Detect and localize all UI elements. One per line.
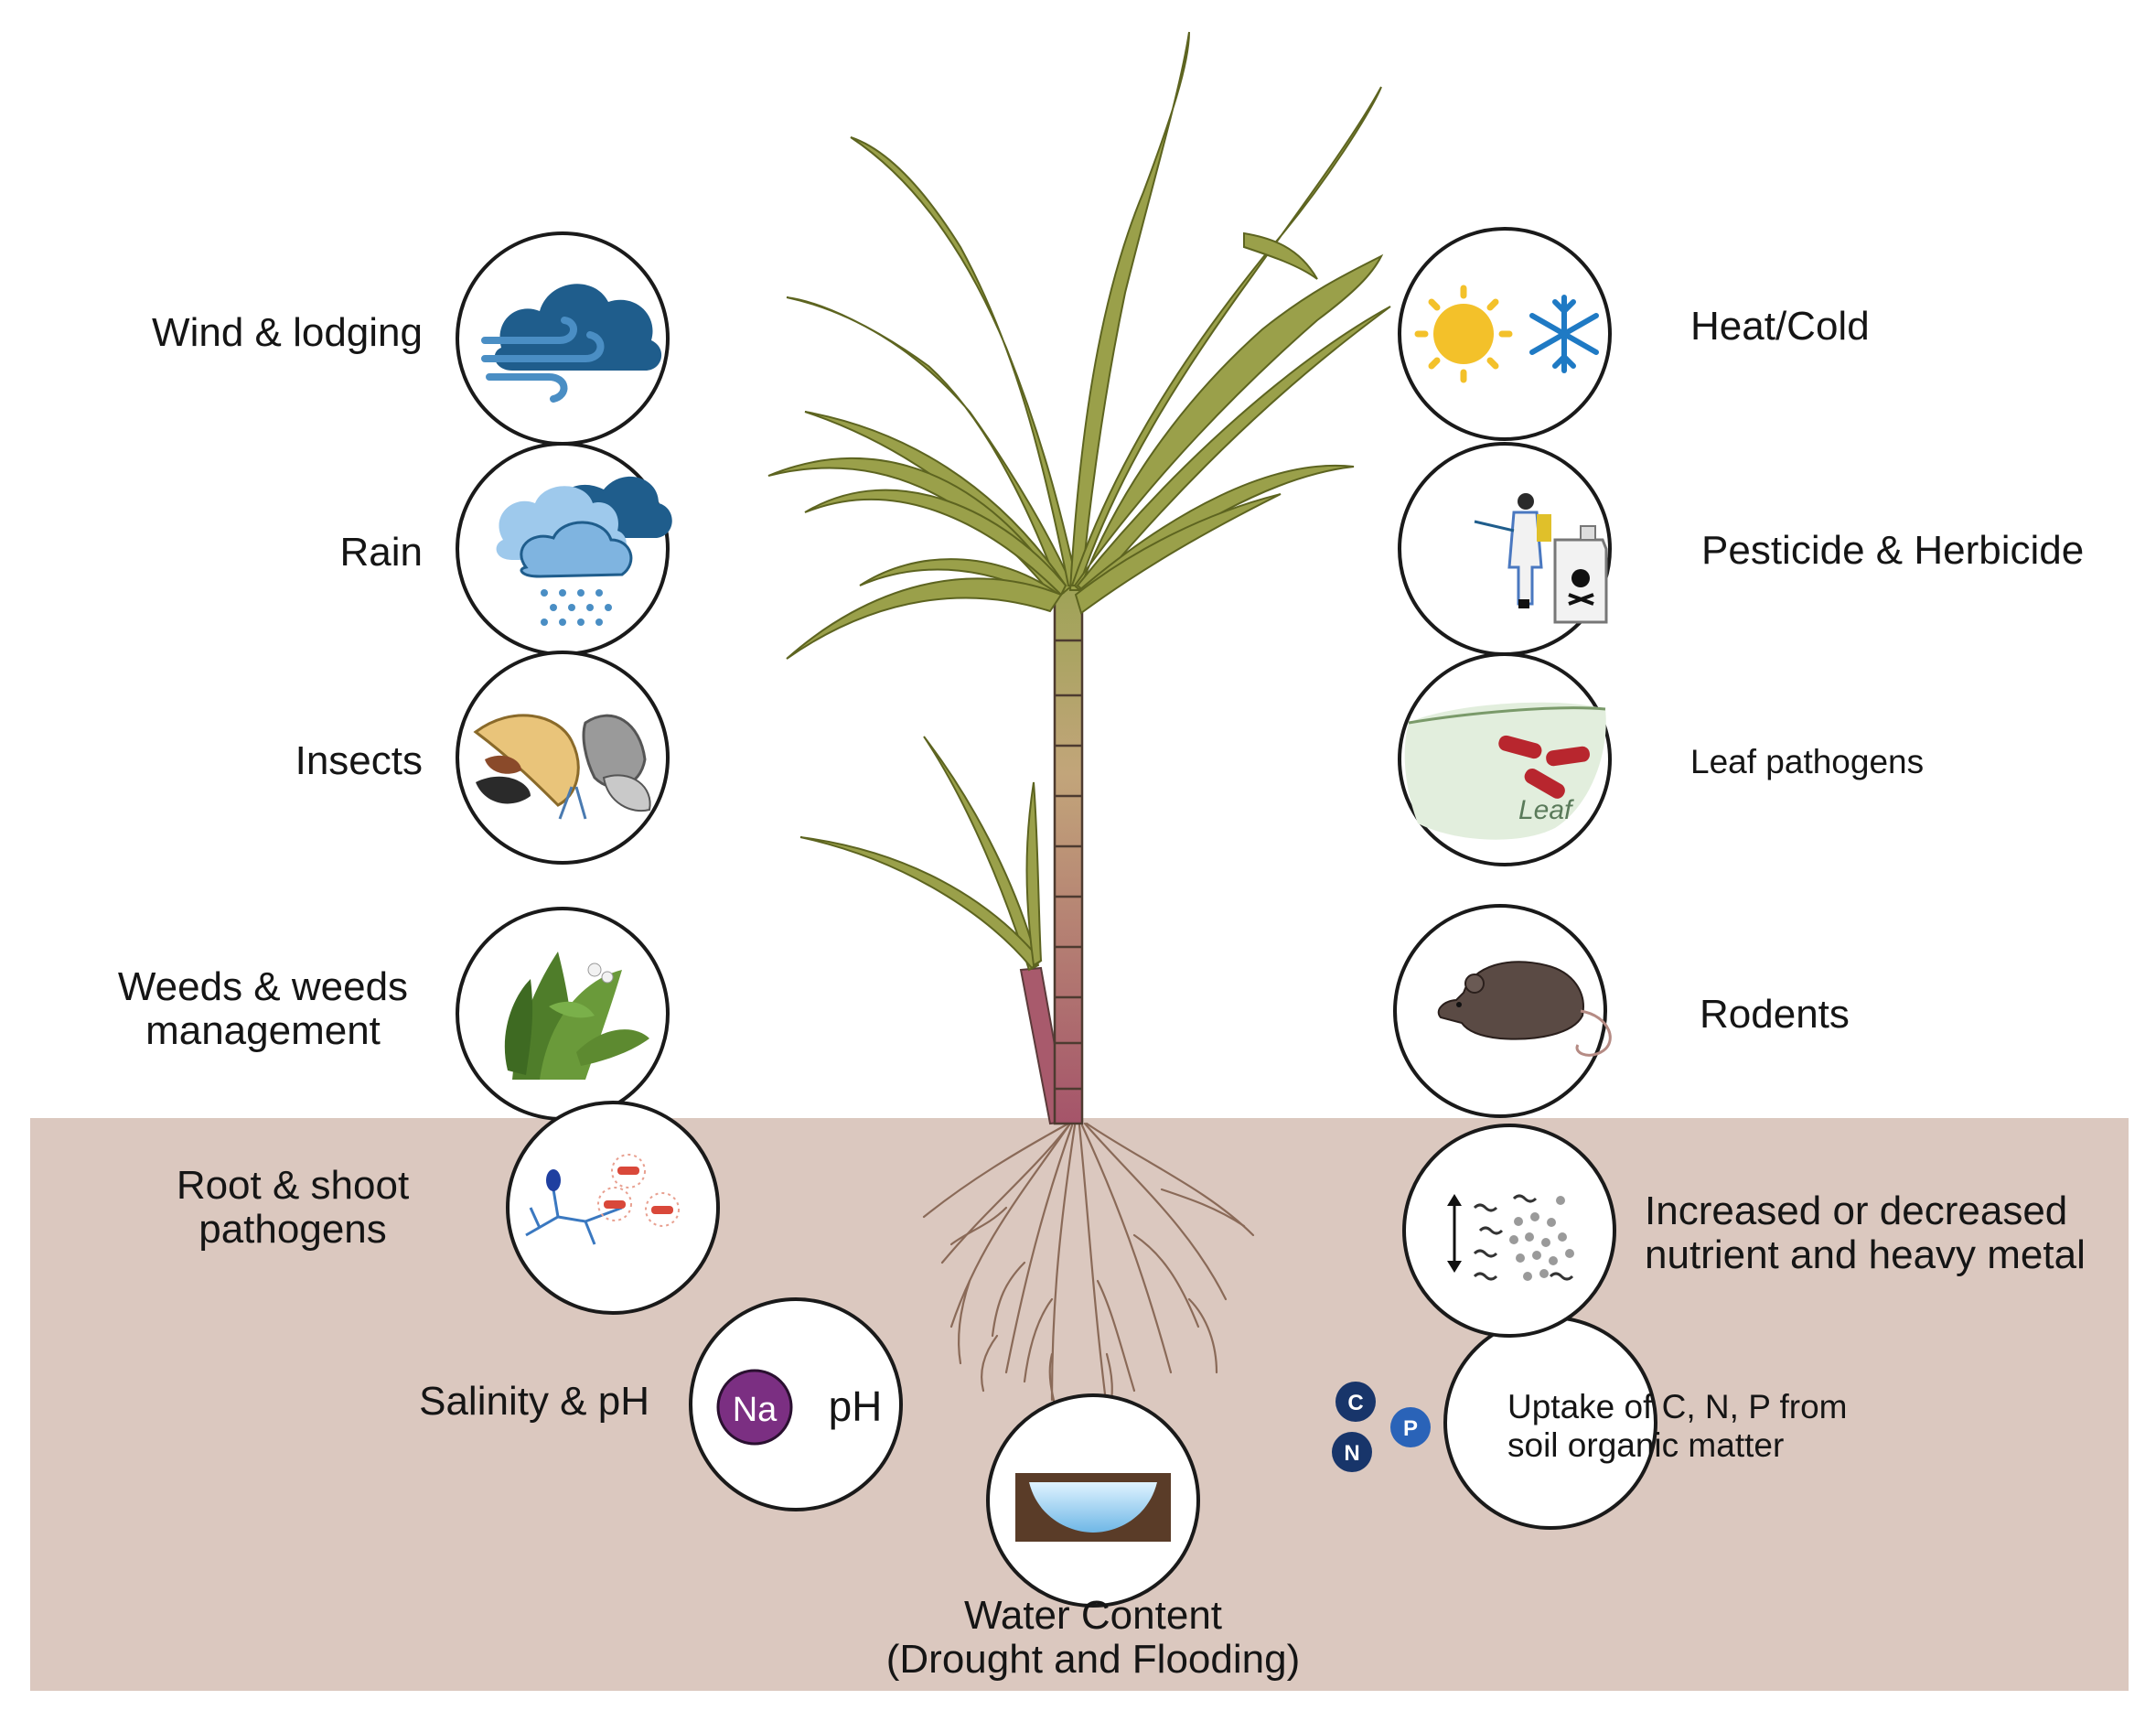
- label-nutrients: Increased or decreased nutrient and heav…: [1645, 1189, 2086, 1277]
- sodium-badge: Na: [733, 1391, 778, 1429]
- wind-cloud-icon: [481, 284, 662, 403]
- rat-icon: [1437, 961, 1612, 1057]
- weeds-icon: [504, 952, 649, 1080]
- label-uptake-line1: Uptake of C, N, P from: [1507, 1388, 1848, 1425]
- pathogens-icon: [525, 1154, 680, 1245]
- label-insects: Insects: [295, 738, 423, 783]
- root-system: [922, 1122, 1255, 1429]
- stalk-nodes: [1055, 639, 1082, 1091]
- label-nutrients-line2: nutrient and heavy metal: [1645, 1232, 2086, 1277]
- label-salinity-ph: Salinity & pH: [419, 1379, 649, 1424]
- salinity-ph-icon: Na pH: [716, 1369, 883, 1446]
- leaf-bacteria-icon: Leaf: [1404, 702, 1606, 840]
- cnp-atoms-icon: C P N: [1332, 1382, 1431, 1472]
- label-root-pathogens-line1: Root & shoot: [176, 1163, 410, 1208]
- leaf-text: Leaf: [1518, 795, 1574, 825]
- sun-snowflake-icon: [1414, 285, 1599, 383]
- label-nutrients-line1: Increased or decreased: [1645, 1189, 2068, 1233]
- label-uptake: Uptake of C, N, P from soil organic matt…: [1507, 1388, 1848, 1465]
- nitrogen-label: N: [1344, 1441, 1359, 1466]
- label-water-content: Water Content (Drought and Flooding): [864, 1594, 1322, 1682]
- label-weeds-line1: Weeds & weeds: [117, 964, 409, 1009]
- label-root-pathogens: Root & shoot pathogens: [128, 1164, 457, 1252]
- label-weeds: Weeds & weeds management: [91, 965, 434, 1053]
- main-leaves: [767, 31, 1391, 660]
- label-weeds-line2: management: [145, 1008, 381, 1053]
- insects-icon: [473, 714, 651, 820]
- label-wind-lodging: Wind & lodging: [152, 310, 423, 355]
- sugarcane-plant: [767, 31, 1391, 1429]
- side-shoot-leaves: [799, 736, 1043, 972]
- label-heat-cold: Heat/Cold: [1690, 304, 1870, 349]
- ph-text: pH: [829, 1382, 883, 1430]
- label-water-content-line1: Water Content: [963, 1593, 1223, 1638]
- phosphorus-label: P: [1403, 1416, 1418, 1441]
- rain-cloud-icon: [496, 476, 672, 626]
- sprayer-icon: [1474, 493, 1608, 624]
- water-basin-icon: [1015, 1473, 1171, 1542]
- label-uptake-line2: soil organic matter: [1507, 1426, 1785, 1464]
- label-root-pathogens-line2: pathogens: [198, 1207, 387, 1252]
- label-pesticide-herbicide: Pesticide & Herbicide: [1701, 528, 2085, 573]
- label-water-content-line2: (Drought and Flooding): [885, 1637, 1301, 1682]
- label-rain: Rain: [339, 530, 424, 575]
- label-leaf-pathogens: Leaf pathogens: [1690, 743, 1925, 780]
- carbon-label: C: [1347, 1391, 1363, 1415]
- label-rodents: Rodents: [1700, 992, 1850, 1037]
- nutrient-particles-icon: [1447, 1194, 1574, 1281]
